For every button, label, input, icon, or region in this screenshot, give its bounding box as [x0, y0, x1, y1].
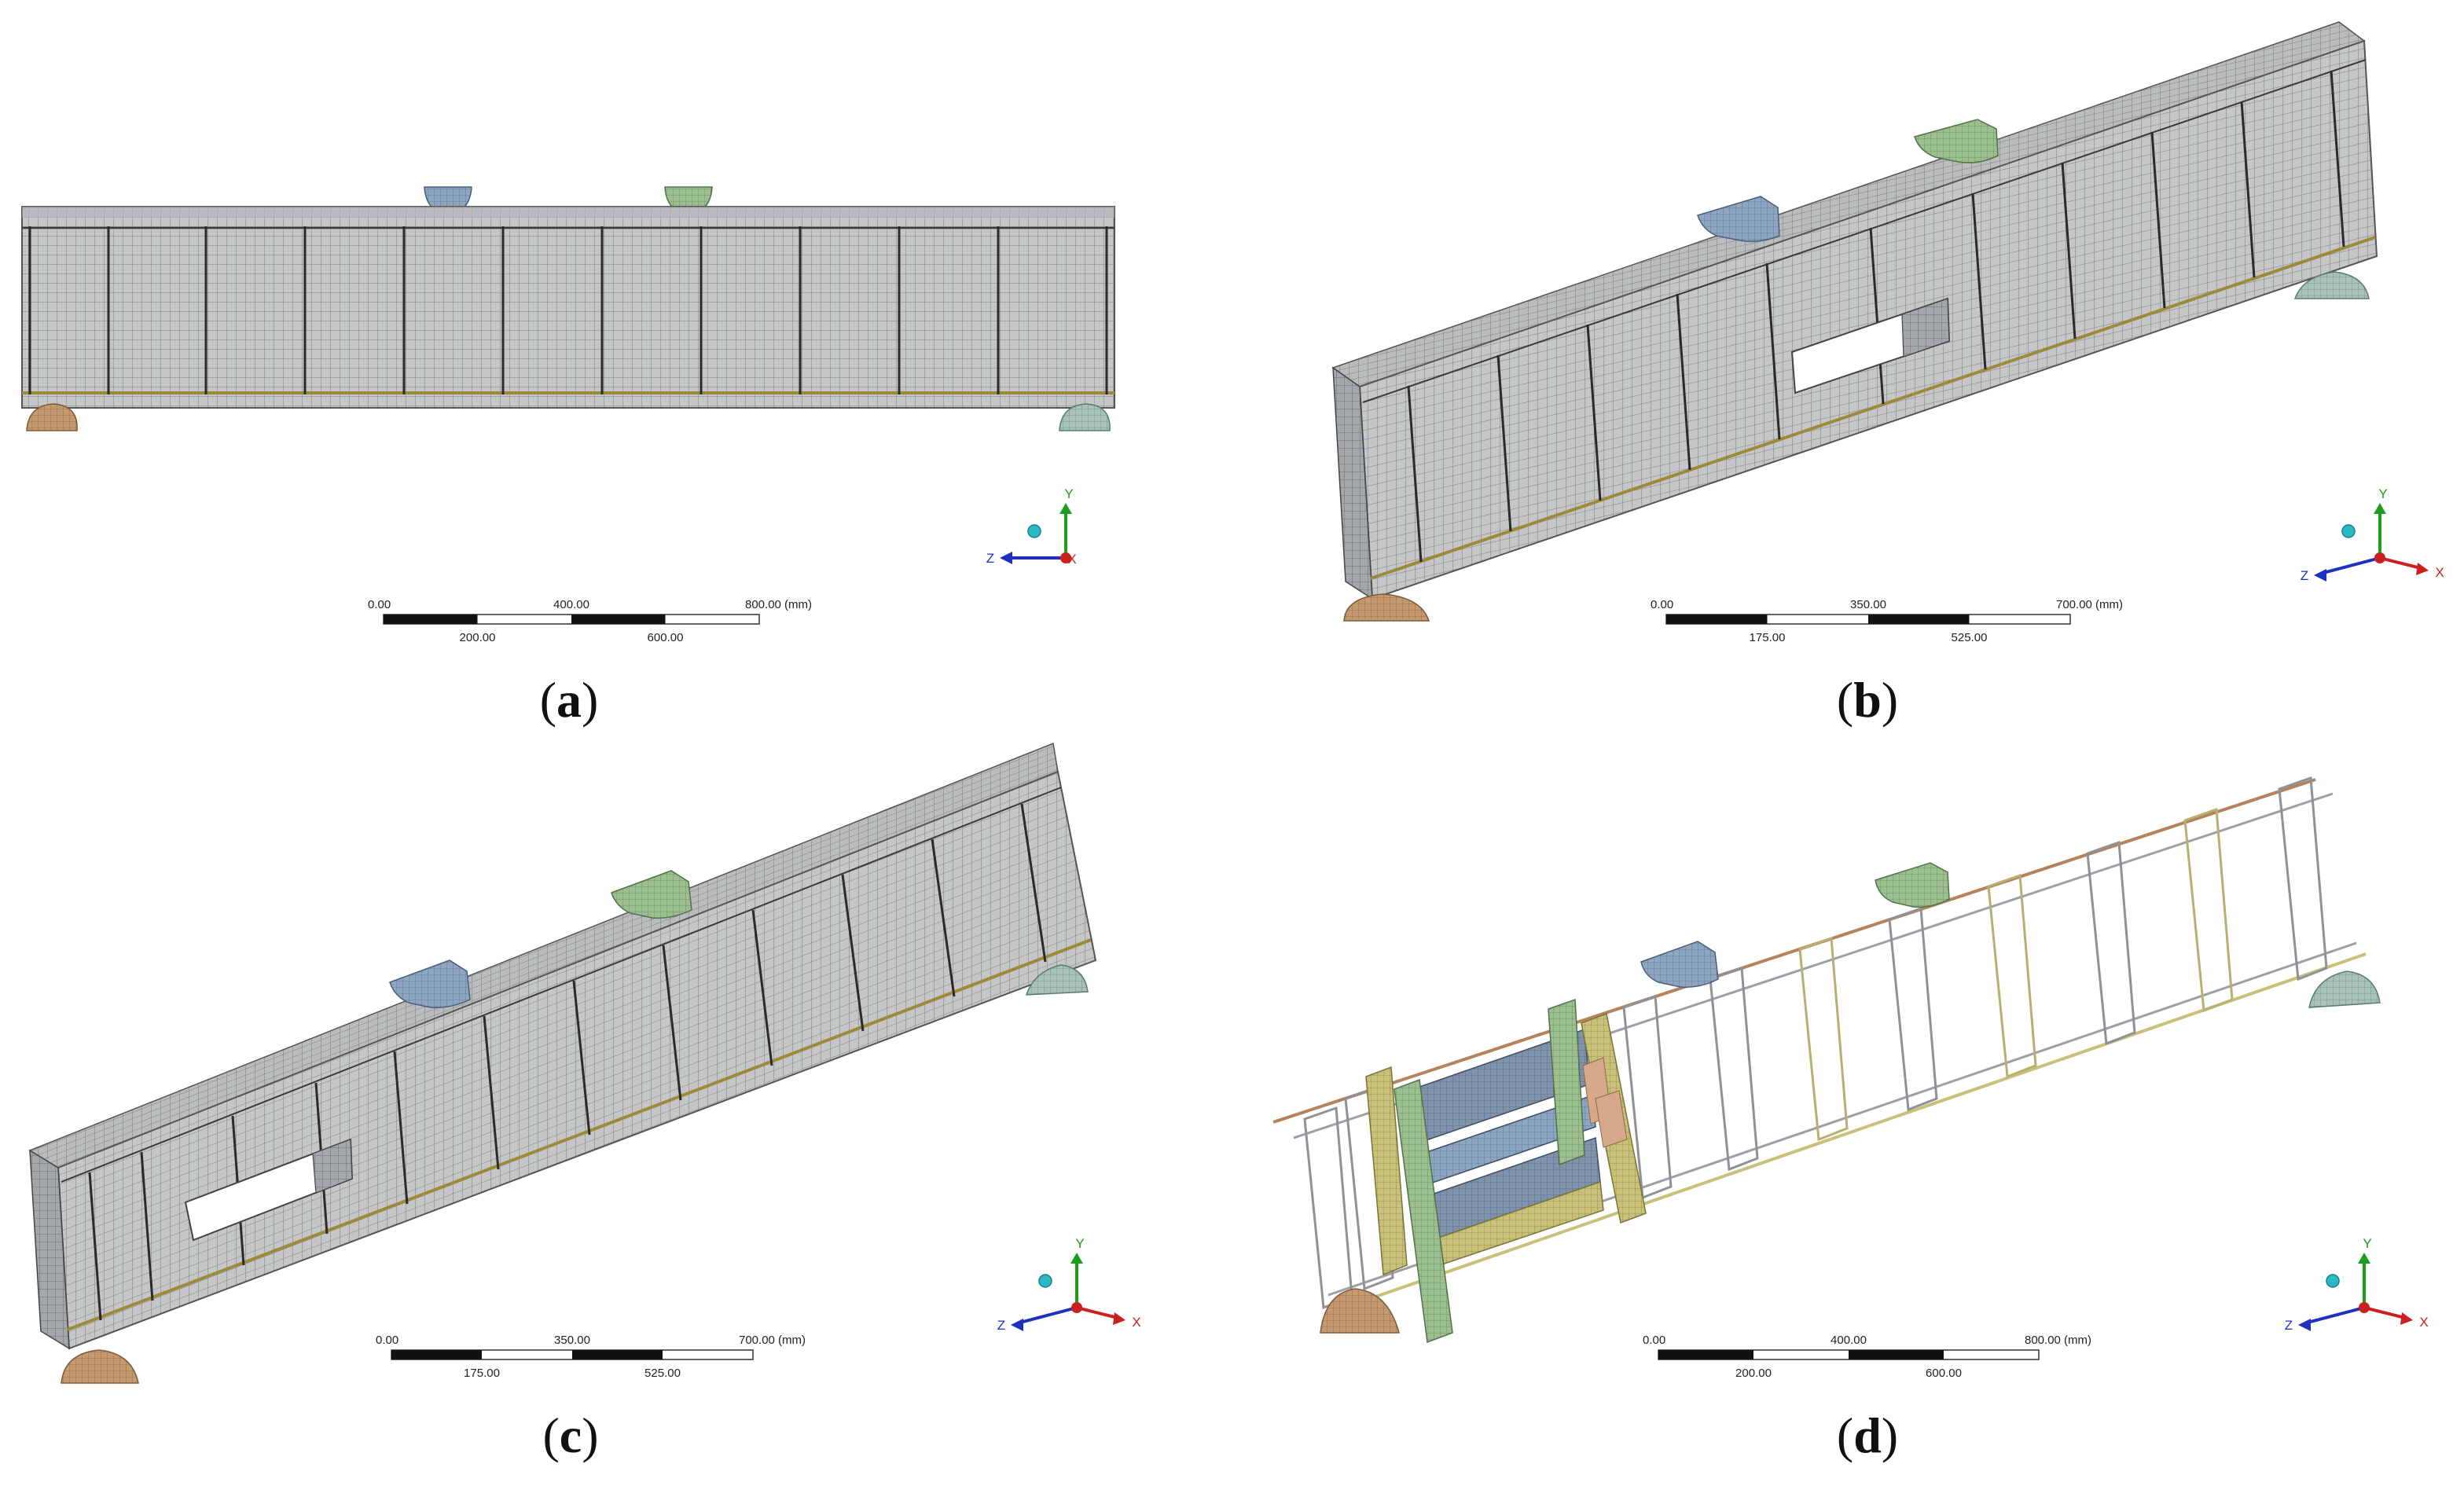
top-rebar-front — [1272, 778, 2316, 1124]
top-rebar — [1362, 59, 2367, 403]
panel-c-annotations: 0.00 350.00 700.00 (mm) 175.00 525.00 Y Z X (c) — [376, 1236, 1141, 1463]
support-right — [1025, 964, 1089, 996]
panel-label: (b) — [1837, 672, 1898, 728]
axis-triad: Y Z X — [2301, 486, 2444, 583]
panel-b-annotations: 0.00 350.00 700.00 (mm) 175.00 525.00 Y Z X (b) — [1651, 486, 2444, 728]
support-left — [26, 403, 78, 431]
bottom-rebar-front — [1343, 952, 2367, 1309]
support-left — [1320, 1288, 1400, 1334]
axis-label-x: X — [1067, 552, 1076, 567]
axis-label-x: X — [1132, 1315, 1140, 1330]
axis-triad: Y Z X — [997, 1236, 1141, 1333]
load-pad-right — [1875, 862, 1950, 908]
axis-label-y: Y — [2378, 486, 2387, 501]
panel-c — [28, 742, 1097, 1384]
load-pad-right — [611, 870, 692, 919]
beam-end-face — [29, 1149, 70, 1350]
scale-tick-top: 700.00 (mm) — [739, 1334, 806, 1347]
scale-tick-top: 0.00 — [1643, 1334, 1665, 1347]
top-rebar — [61, 787, 1062, 1183]
view-center-ball — [1038, 1274, 1052, 1288]
panel-d-annotations: 0.00 400.00 800.00 (mm) 200.00 600.00 Y Z X (d) — [1643, 1236, 2429, 1463]
bottom-rebar — [1370, 236, 2376, 580]
axis-label-x: X — [2419, 1315, 2428, 1330]
axis-label-y: Y — [2363, 1236, 2371, 1251]
panel-a — [21, 186, 1115, 431]
scale-bar: 0.00 350.00 700.00 (mm) 175.00 525.00 — [1651, 598, 2123, 644]
axis-label-z: Z — [997, 1318, 1005, 1333]
scale-tick-top: 0.00 — [1651, 598, 1673, 611]
axis-label-y: Y — [1064, 486, 1073, 501]
scale-tick-bottom: 600.00 — [1926, 1367, 1962, 1380]
axis-label-y: Y — [1075, 1236, 1084, 1251]
scale-tick-bottom: 525.00 — [1952, 631, 1988, 644]
axis-triad: Y Z X — [986, 486, 1077, 567]
panel-b — [1331, 21, 2378, 622]
axis-triad: Y Z X — [2285, 1236, 2429, 1333]
scale-tick-top: 800.00 (mm) — [745, 598, 812, 611]
axis-label-z: Z — [2285, 1318, 2293, 1333]
panel-a-annotations: 0.00 400.00 800.00 (mm) 200.00 600.00 Y Z X (a) — [368, 486, 1077, 728]
load-pad-left — [1640, 941, 1719, 989]
scale-tick-top: 350.00 — [1850, 598, 1886, 611]
scale-tick-bottom: 175.00 — [464, 1367, 500, 1380]
support-right — [2308, 970, 2381, 1008]
axis-label-x: X — [2435, 565, 2444, 580]
support-left — [1343, 593, 1430, 622]
scale-tick-top: 0.00 — [376, 1334, 398, 1347]
scale-tick-bottom: 200.00 — [460, 631, 496, 644]
panel-label: (c) — [542, 1407, 598, 1463]
stirrups — [1407, 70, 2345, 563]
scale-bar: 0.00 350.00 700.00 (mm) 175.00 525.00 — [376, 1334, 806, 1380]
scale-bar: 0.00 400.00 800.00 (mm) 200.00 600.00 — [1643, 1334, 2091, 1380]
view-center-ball — [1027, 524, 1041, 538]
load-pad-right — [1914, 119, 1999, 163]
support-right — [1059, 403, 1111, 431]
panel-label: (a) — [540, 672, 599, 728]
scale-tick-top: 400.00 — [553, 598, 589, 611]
scale-bar: 0.00 400.00 800.00 (mm) 200.00 600.00 — [368, 598, 812, 644]
scale-tick-top: 700.00 (mm) — [2056, 598, 2123, 611]
view-center-ball — [2326, 1274, 2340, 1288]
scale-tick-top: 350.00 — [554, 1334, 590, 1347]
bottom-rebar — [67, 938, 1092, 1331]
axis-label-z: Z — [2301, 568, 2308, 583]
scale-tick-bottom: 175.00 — [1750, 631, 1786, 644]
scale-tick-bottom: 600.00 — [648, 631, 684, 644]
scale-tick-bottom: 200.00 — [1735, 1367, 1772, 1380]
stirrups — [28, 226, 1108, 394]
load-pad-left — [389, 959, 471, 1009]
scale-tick-top: 800.00 (mm) — [2025, 1334, 2091, 1347]
load-pad-left — [1697, 196, 1780, 242]
support-right — [2293, 271, 2370, 299]
panel-d — [1272, 776, 2381, 1344]
beam-mesh — [57, 770, 1097, 1350]
stirrups — [88, 803, 1047, 1321]
panel-label: (d) — [1837, 1407, 1898, 1463]
scale-tick-top: 400.00 — [1831, 1334, 1867, 1347]
beam-mesh — [21, 206, 1115, 409]
scale-tick-top: 0.00 — [368, 598, 391, 611]
scale-tick-bottom: 525.00 — [644, 1367, 681, 1380]
stirrup-cage — [1303, 776, 2328, 1310]
axis-label-z: Z — [986, 551, 994, 566]
opening-reinforcement — [1365, 998, 1647, 1344]
support-left — [61, 1349, 139, 1384]
view-center-ball — [2341, 524, 2356, 538]
